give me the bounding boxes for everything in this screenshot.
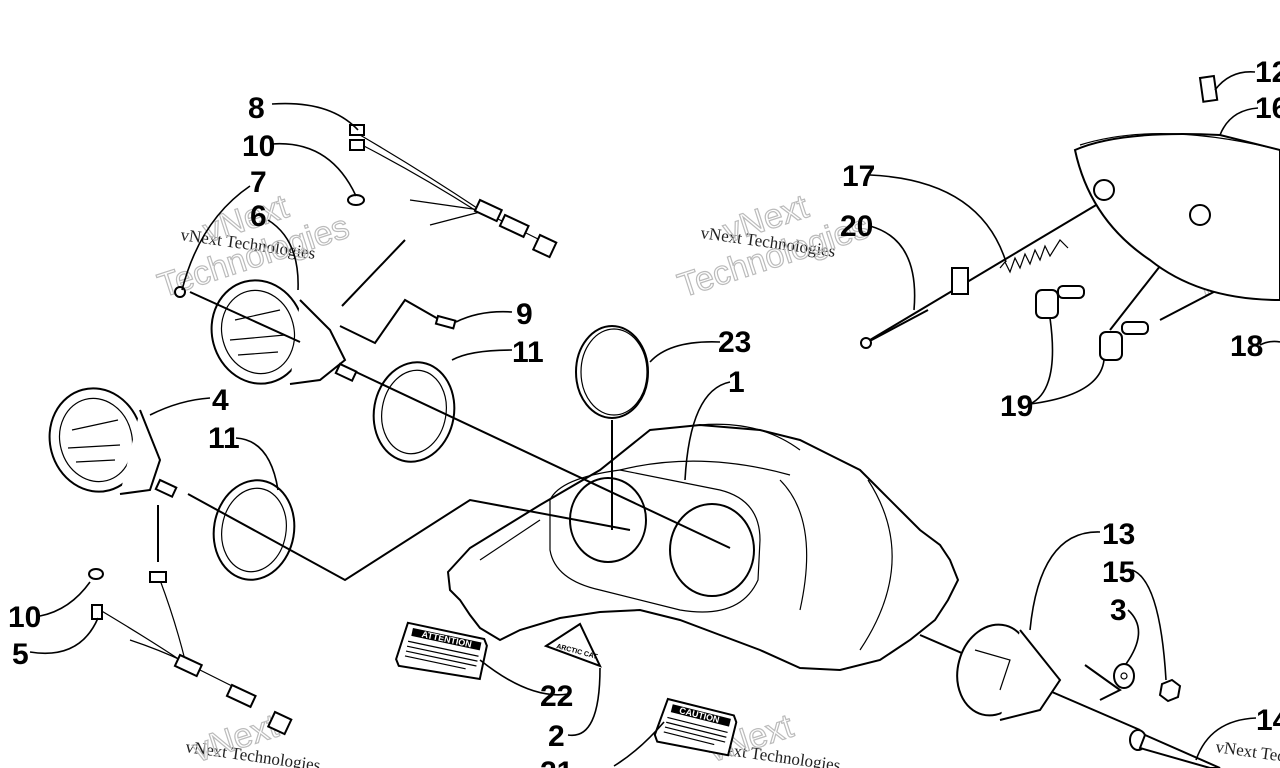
headlight-bulb-lower[interactable] xyxy=(1121,321,1149,335)
tachometer-gauge[interactable] xyxy=(38,378,178,502)
bulb[interactable] xyxy=(434,314,457,330)
callout-7: 7 xyxy=(250,166,267,199)
speedometer-gauge[interactable] xyxy=(200,270,358,394)
wiring-harness-lower[interactable] xyxy=(91,571,293,736)
watermark-serif-text: vNext Technologies xyxy=(1214,737,1280,768)
headlight-assembly[interactable] xyxy=(1073,74,1280,302)
callout-22: 22 xyxy=(540,680,573,713)
caution-decal[interactable]: CAUTION xyxy=(653,697,738,759)
bulb-socket-clip-lower[interactable] xyxy=(88,568,104,580)
headlight-socket-lower[interactable] xyxy=(1099,331,1123,361)
callout-3: 3 xyxy=(1110,594,1127,627)
callout-13: 13 xyxy=(1102,518,1135,551)
adjuster-screw[interactable] xyxy=(860,309,929,349)
screw[interactable] xyxy=(174,286,186,298)
instrument-pod-housing[interactable] xyxy=(446,423,960,672)
trim-ring-upper[interactable] xyxy=(366,356,462,468)
callout-14: 14 xyxy=(1256,704,1280,737)
callout-5: 5 xyxy=(12,638,29,671)
headlight-socket-upper[interactable] xyxy=(1035,289,1059,319)
cable-end[interactable] xyxy=(1129,729,1221,768)
headlight-clip[interactable] xyxy=(1198,74,1219,103)
callout-11-lower: 11 xyxy=(208,422,240,455)
leader-lines xyxy=(29,71,1280,767)
gauge-lens[interactable] xyxy=(575,325,649,419)
wiring-harness-upper[interactable] xyxy=(349,124,558,259)
adjuster-spring[interactable] xyxy=(999,239,1069,274)
callout-17: 17 xyxy=(842,160,875,193)
callout-4: 4 xyxy=(212,384,229,417)
callout-15: 15 xyxy=(1102,556,1135,589)
headlight-bulb-upper[interactable] xyxy=(1057,285,1085,299)
callout-21: 21 xyxy=(540,756,573,768)
callout-23: 23 xyxy=(718,326,751,359)
adjuster-nut-plate[interactable] xyxy=(951,267,969,295)
callout-8: 8 xyxy=(248,92,265,125)
attention-decal[interactable]: ATTENTION xyxy=(395,621,488,683)
callout-12: 12 xyxy=(1255,56,1280,89)
callout-9: 9 xyxy=(516,298,533,331)
callout-18: 18 xyxy=(1230,330,1263,363)
callout-11-upper: 11 xyxy=(512,336,544,369)
callout-1: 1 xyxy=(728,366,745,399)
callout-10-lower: 10 xyxy=(8,601,41,634)
callout-6: 6 xyxy=(250,200,267,233)
hex-nut[interactable] xyxy=(1158,678,1182,703)
bulb-socket-clip-upper[interactable] xyxy=(347,194,365,206)
arctic-cat-decal[interactable]: ARCTIC CAT xyxy=(543,622,602,668)
washer[interactable] xyxy=(1113,663,1135,689)
switch-housing[interactable] xyxy=(947,616,1062,724)
callout-20: 20 xyxy=(840,210,873,243)
callout-2: 2 xyxy=(548,720,565,753)
watermark-6: vNext Technologies xyxy=(1214,737,1280,768)
callout-16: 16 xyxy=(1255,92,1280,125)
callout-19: 19 xyxy=(1000,390,1033,423)
callouts: 8 10 7 6 9 11 4 11 10 5 23 1 22 2 21 17 … xyxy=(8,56,1280,768)
callout-10-upper: 10 xyxy=(242,130,275,163)
